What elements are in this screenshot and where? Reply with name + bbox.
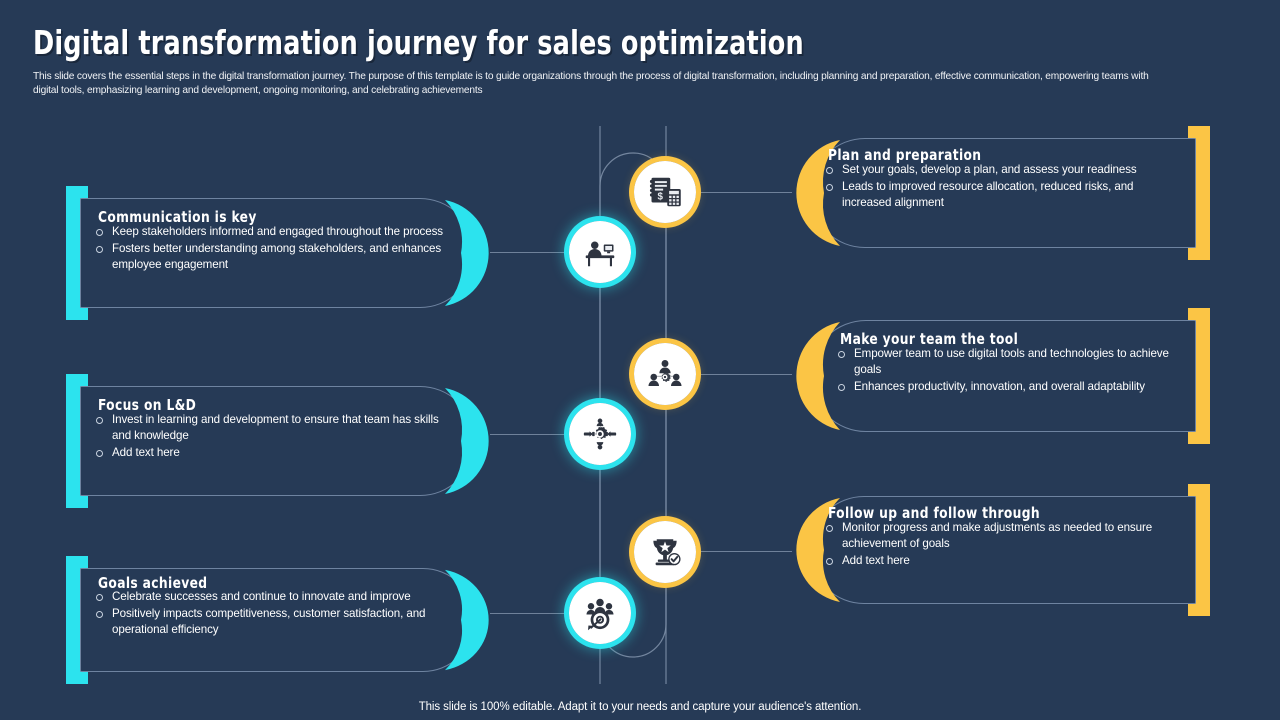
card-follow-up-and-follow-through[interactable]: Follow up and follow through Monitor pro… bbox=[782, 484, 1210, 616]
list-item: Leads to improved resource allocation, r… bbox=[822, 179, 1176, 211]
connector-team bbox=[694, 374, 792, 375]
list-item: Enhances productivity, innovation, and o… bbox=[834, 379, 1176, 395]
card-body: Plan and preparation Set your goals, dev… bbox=[782, 126, 1210, 260]
list-item: Set your goals, develop a plan, and asse… bbox=[822, 162, 1176, 178]
connector-ld bbox=[490, 434, 572, 435]
slide-header: Digital transformation journey for sales… bbox=[33, 24, 1248, 97]
list-item: Celebrate successes and continue to inno… bbox=[92, 589, 445, 605]
card-focus-on-ld[interactable]: Focus on L&D Invest in learning and deve… bbox=[66, 374, 503, 508]
card-bullet-list: Set your goals, develop a plan, and asse… bbox=[822, 162, 1176, 212]
list-item: Positively impacts competitiveness, cust… bbox=[92, 606, 445, 638]
page-title: Digital transformation journey for sales… bbox=[33, 23, 804, 62]
card-communication-is-key[interactable]: Communication is key Keep stakeholders i… bbox=[66, 186, 503, 320]
card-body: Follow up and follow through Monitor pro… bbox=[782, 484, 1210, 616]
card-bullet-list: Invest in learning and development to en… bbox=[92, 412, 445, 462]
team-gear-icon bbox=[648, 360, 682, 386]
card-body: Make your team the tool Empower team to … bbox=[782, 308, 1210, 444]
footer-note: This slide is 100% editable. Adapt it to… bbox=[418, 701, 862, 713]
connector-plan bbox=[694, 192, 792, 193]
card-goals-achieved[interactable]: Goals achieved Celebrate successes and c… bbox=[66, 556, 503, 684]
page-subtitle: This slide covers the essential steps in… bbox=[33, 70, 1149, 96]
node-make-your-team-the-tool[interactable] bbox=[634, 343, 696, 405]
list-item: Empower team to use digital tools and te… bbox=[834, 346, 1176, 378]
node-goals-achieved[interactable] bbox=[569, 582, 631, 644]
card-title: Communication is key bbox=[98, 208, 257, 226]
trophy-check-icon bbox=[653, 539, 681, 566]
list-item: Keep stakeholders informed and engaged t… bbox=[92, 224, 445, 240]
node-plan-and-preparation[interactable]: $ bbox=[634, 161, 696, 223]
clipboard-calculator-icon: $ bbox=[649, 177, 681, 207]
desk-workstation-icon bbox=[585, 241, 615, 267]
node-follow-up-and-follow-through[interactable] bbox=[634, 521, 696, 583]
list-item: Add text here bbox=[822, 553, 1176, 569]
connector-follow bbox=[694, 551, 792, 552]
card-panel bbox=[810, 496, 1196, 604]
card-bullet-list: Celebrate successes and continue to inno… bbox=[92, 589, 445, 639]
node-communication-is-key[interactable] bbox=[569, 221, 631, 283]
list-item: Fosters better understanding among stake… bbox=[92, 241, 445, 273]
card-panel bbox=[810, 320, 1196, 432]
card-plan-and-preparation[interactable]: Plan and preparation Set your goals, dev… bbox=[782, 126, 1210, 260]
card-title: Make your team the tool bbox=[840, 330, 1019, 348]
card-panel bbox=[80, 198, 475, 308]
team-target-icon bbox=[586, 598, 614, 631]
card-body: Goals achieved Celebrate successes and c… bbox=[66, 556, 503, 684]
connector-goals bbox=[490, 613, 572, 614]
list-item: Add text here bbox=[92, 445, 445, 461]
card-make-your-team-the-tool[interactable]: Make your team the tool Empower team to … bbox=[782, 308, 1210, 444]
list-item: Monitor progress and make adjustments as… bbox=[822, 520, 1176, 552]
card-title: Goals achieved bbox=[98, 574, 208, 592]
card-title: Focus on L&D bbox=[98, 396, 197, 414]
node-focus-on-ld[interactable] bbox=[569, 403, 631, 465]
card-panel bbox=[810, 138, 1196, 248]
svg-text:$: $ bbox=[658, 192, 664, 203]
connector-comm bbox=[490, 252, 572, 253]
card-bullet-list: Monitor progress and make adjustments as… bbox=[822, 520, 1176, 570]
card-bullet-list: Empower team to use digital tools and te… bbox=[834, 346, 1176, 396]
list-item: Invest in learning and development to en… bbox=[92, 412, 445, 444]
card-panel bbox=[80, 386, 475, 496]
card-title: Plan and preparation bbox=[828, 146, 982, 164]
network-gear-icon bbox=[583, 418, 617, 450]
card-body: Communication is key Keep stakeholders i… bbox=[66, 186, 503, 320]
card-title: Follow up and follow through bbox=[828, 504, 1040, 522]
card-panel bbox=[80, 568, 475, 672]
card-body: Focus on L&D Invest in learning and deve… bbox=[66, 374, 503, 508]
card-bullet-list: Keep stakeholders informed and engaged t… bbox=[92, 224, 445, 274]
